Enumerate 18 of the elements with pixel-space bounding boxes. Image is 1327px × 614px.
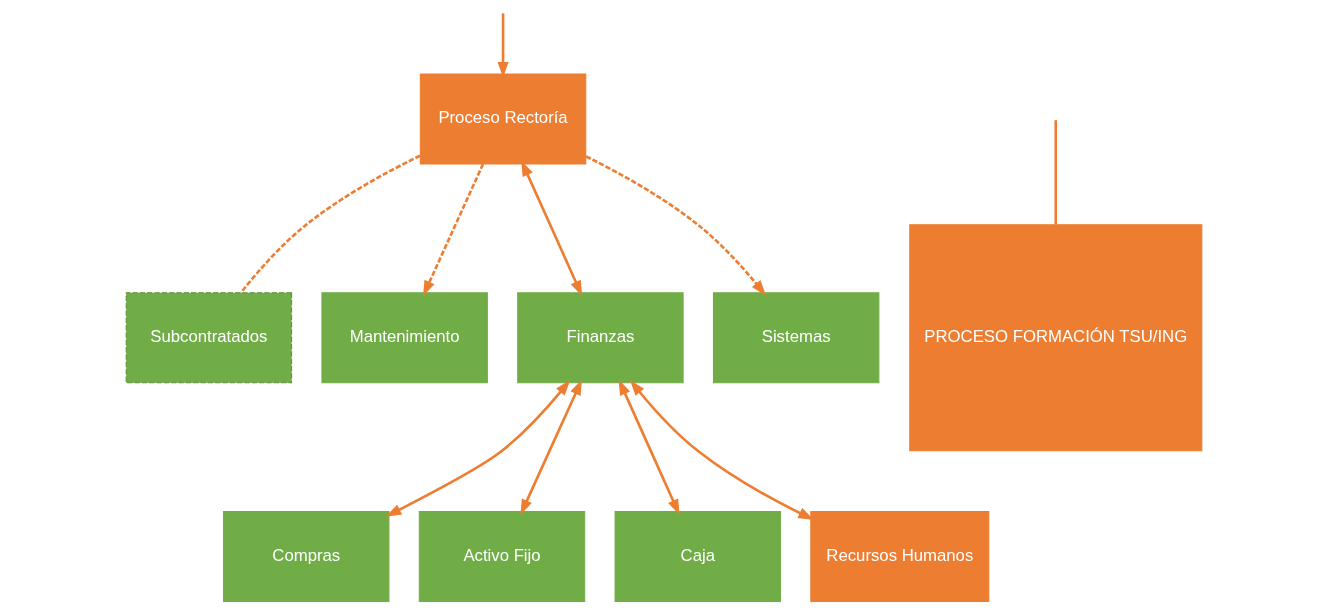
node-box: Finanzas <box>516 292 684 384</box>
arrow <box>618 379 680 516</box>
arrow <box>585 155 766 296</box>
node-box: Activo Fijo <box>418 511 585 603</box>
connector <box>1053 120 1057 225</box>
arrow <box>422 163 484 297</box>
node-box: Sistemas <box>712 292 879 384</box>
connector <box>239 154 421 294</box>
node-box: Proceso Rectoría <box>419 73 586 165</box>
node-box: Caja <box>614 511 781 603</box>
node-box: Recursos Humanos <box>809 511 989 603</box>
node-box: Subcontratados <box>125 292 292 384</box>
node-box: Compras <box>222 511 389 603</box>
node-box: PROCESO FORMACIÓN TSU/ING <box>908 224 1202 452</box>
arrow <box>385 379 570 517</box>
arrow <box>629 379 814 520</box>
arrow <box>519 379 582 516</box>
node-box: Mantenimiento <box>320 292 488 384</box>
